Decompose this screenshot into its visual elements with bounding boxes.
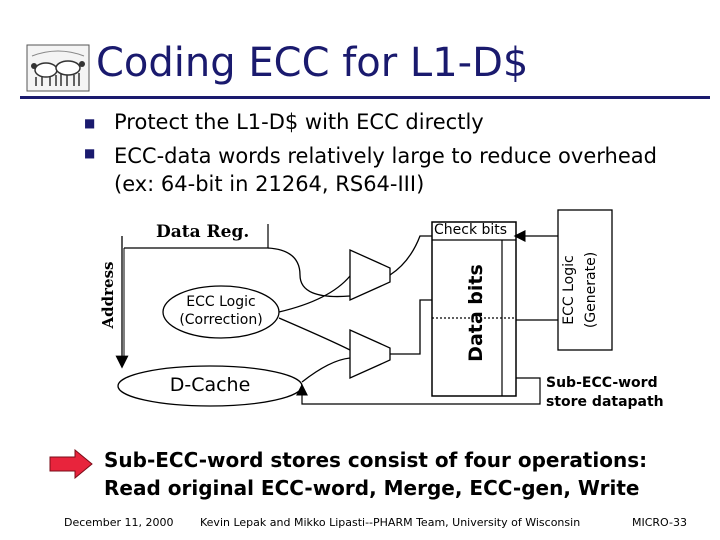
- logo-icon: [26, 44, 90, 96]
- data-bits-label: Data bits: [465, 264, 487, 362]
- address-label: Address: [99, 261, 117, 329]
- bullet-1: Protect the L1-D$ with ECC directly: [114, 110, 484, 134]
- right-arrow-icon: [49, 448, 93, 483]
- callout-note: Sub-ECC-word stores consist of four oper…: [104, 446, 647, 502]
- ecc-logic-generate-label-2: (Generate): [583, 251, 599, 329]
- check-bits-label: Check bits: [434, 222, 508, 238]
- title-underline: [20, 96, 710, 99]
- d-cache-label: D-Cache: [169, 374, 251, 396]
- callout-note-line-1: Sub-ECC-word stores consist of four oper…: [104, 448, 648, 472]
- data-reg-label: Data Reg.: [156, 222, 250, 242]
- callout-note-line-2: Read original ECC-word, Merge, ECC-gen, …: [104, 476, 640, 500]
- bullet-2: ECC-data words relatively large to reduc…: [114, 144, 657, 168]
- ecc-logic-generate-label-1: ECC Logic: [561, 255, 577, 325]
- ecc-datapath-diagram: [115, 209, 613, 407]
- footer-slide-id: MICRO-33: [632, 516, 687, 529]
- bullet-2-continued: (ex: 64-bit in 21264, RS64-III): [114, 172, 425, 196]
- footer-date: December 11, 2000: [64, 516, 174, 529]
- square-bullet-icon: ■: [84, 116, 96, 130]
- ecc-logic-correction-label-1: ECC Logic: [186, 294, 256, 310]
- square-bullet-icon: ■: [84, 146, 96, 160]
- ecc-logic-correction-label-2: (Correction): [179, 312, 263, 328]
- store-datapath-label-1: Sub-ECC-word: [546, 375, 658, 391]
- page-title: Coding ECC for L1-D$: [96, 40, 529, 86]
- store-datapath-label-2: store datapath: [546, 394, 664, 410]
- footer-authors: Kevin Lepak and Mikko Lipasti--PHARM Tea…: [200, 516, 581, 529]
